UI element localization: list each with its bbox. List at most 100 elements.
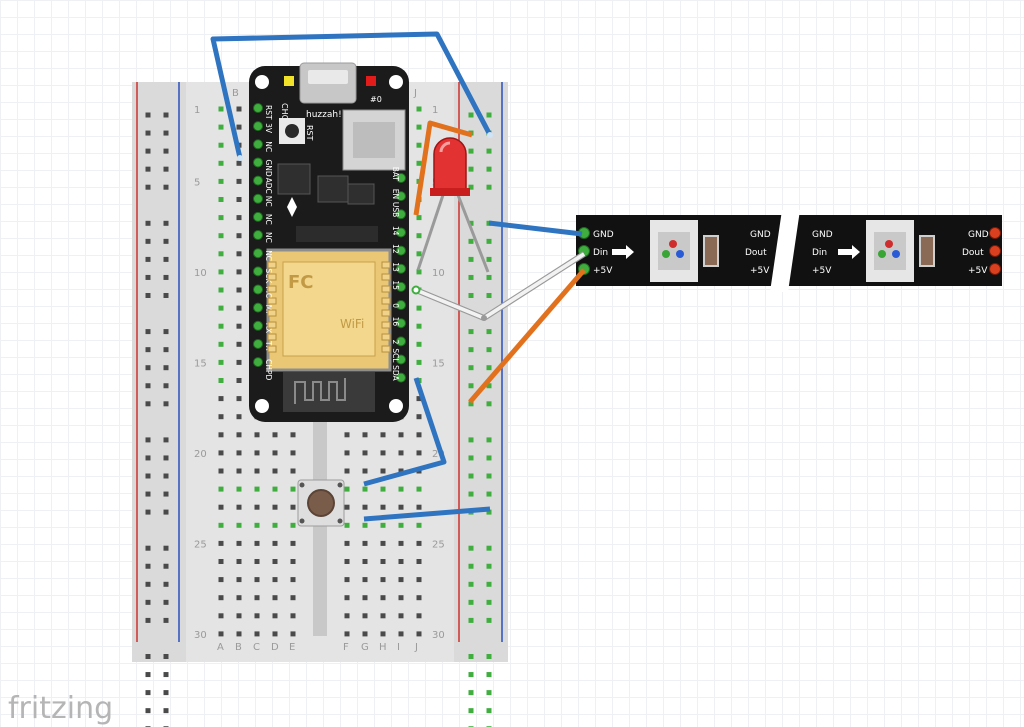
rail-hole[interactable] xyxy=(486,654,492,659)
breadboard-hole[interactable] xyxy=(236,215,242,221)
rail-hole[interactable] xyxy=(468,256,474,262)
rail-hole[interactable] xyxy=(163,563,169,569)
feather-pin-right[interactable] xyxy=(396,263,406,274)
rail-hole[interactable] xyxy=(468,545,474,551)
breadboard-hole[interactable] xyxy=(344,613,350,619)
button-cap[interactable] xyxy=(307,489,335,517)
rail-hole[interactable] xyxy=(145,473,151,479)
rail-hole[interactable] xyxy=(486,274,492,280)
breadboard-hole[interactable] xyxy=(236,559,242,564)
rail-hole[interactable] xyxy=(486,347,492,353)
rail-hole[interactable] xyxy=(163,509,169,515)
breadboard-hole[interactable] xyxy=(218,486,224,492)
breadboard-hole[interactable] xyxy=(236,251,242,257)
rail-hole[interactable] xyxy=(486,491,492,497)
breadboard-hole[interactable] xyxy=(218,414,224,420)
breadboard-hole[interactable] xyxy=(398,613,404,619)
rail-hole[interactable] xyxy=(145,293,151,298)
breadboard-hole[interactable] xyxy=(362,577,368,583)
rail-hole[interactable] xyxy=(163,401,169,407)
breadboard-hole[interactable] xyxy=(290,522,296,528)
breadboard-hole[interactable] xyxy=(272,631,278,637)
rail-hole[interactable] xyxy=(145,563,151,569)
breadboard-hole[interactable] xyxy=(380,613,386,619)
breadboard-hole[interactable] xyxy=(416,124,422,130)
rail-hole[interactable] xyxy=(163,347,169,353)
feather-pin-right[interactable] xyxy=(396,336,406,347)
feather-pin-left[interactable] xyxy=(253,157,263,168)
rail-hole[interactable] xyxy=(486,617,492,623)
rail-hole[interactable] xyxy=(468,455,474,461)
breadboard-hole[interactable] xyxy=(416,215,422,221)
rail-hole[interactable] xyxy=(486,383,492,389)
breadboard-hole[interactable] xyxy=(254,631,260,637)
feather-pin-left[interactable] xyxy=(253,175,263,186)
breadboard-hole[interactable] xyxy=(416,305,422,311)
feather-pin-left[interactable] xyxy=(253,103,263,113)
rail-hole[interactable] xyxy=(145,112,151,118)
rail-hole[interactable] xyxy=(468,329,474,335)
rail-hole[interactable] xyxy=(145,365,151,371)
feather-pin-left[interactable] xyxy=(253,302,263,313)
breadboard-hole[interactable] xyxy=(380,559,386,564)
rail-hole[interactable] xyxy=(468,184,474,190)
rail-hole[interactable] xyxy=(145,383,151,389)
breadboard-hole[interactable] xyxy=(272,432,278,438)
breadboard-hole[interactable] xyxy=(218,106,224,112)
breadboard-hole[interactable] xyxy=(254,577,260,583)
breadboard-hole[interactable] xyxy=(218,124,224,130)
breadboard-hole[interactable] xyxy=(236,468,242,474)
breadboard-hole[interactable] xyxy=(344,559,350,564)
breadboard-hole[interactable] xyxy=(236,631,242,637)
breadboard-hole[interactable] xyxy=(344,631,350,637)
feather-pin-left[interactable] xyxy=(253,338,263,349)
breadboard-hole[interactable] xyxy=(416,341,422,347)
breadboard-hole[interactable] xyxy=(236,414,242,420)
breadboard-hole[interactable] xyxy=(254,468,260,474)
breadboard-hole[interactable] xyxy=(398,522,404,528)
rail-hole[interactable] xyxy=(163,690,169,696)
breadboard-hole[interactable] xyxy=(416,160,422,166)
rail-hole[interactable] xyxy=(486,148,492,154)
rail-hole[interactable] xyxy=(163,599,169,605)
breadboard-hole[interactable] xyxy=(272,559,278,564)
rail-hole[interactable] xyxy=(468,401,474,407)
rail-hole[interactable] xyxy=(486,329,492,335)
rail-hole[interactable] xyxy=(163,365,169,371)
breadboard-hole[interactable] xyxy=(398,631,404,637)
breadboard-hole[interactable] xyxy=(254,450,260,456)
rail-hole[interactable] xyxy=(163,672,169,678)
breadboard-hole[interactable] xyxy=(416,323,422,329)
feather-pin-right[interactable] xyxy=(396,173,406,183)
breadboard-hole[interactable] xyxy=(398,595,404,601)
breadboard-hole[interactable] xyxy=(236,124,242,130)
breadboard-hole[interactable] xyxy=(416,486,422,492)
feather-pin-left[interactable] xyxy=(253,284,263,295)
breadboard-hole[interactable] xyxy=(236,233,242,239)
rail-hole[interactable] xyxy=(486,599,492,605)
rail-hole[interactable] xyxy=(145,491,151,497)
neopixel-led-strip[interactable]: GND Din +5V GND Dout +5V GND Din +5V GND… xyxy=(576,210,1002,292)
breadboard-hole[interactable] xyxy=(344,450,350,456)
breadboard-hole[interactable] xyxy=(218,341,224,347)
rail-hole[interactable] xyxy=(486,509,492,515)
rail-hole[interactable] xyxy=(145,581,151,587)
breadboard-hole[interactable] xyxy=(218,468,224,474)
rail-hole[interactable] xyxy=(468,112,474,118)
rail-hole[interactable] xyxy=(145,347,151,353)
breadboard-hole[interactable] xyxy=(236,323,242,329)
breadboard-hole[interactable] xyxy=(398,540,404,546)
breadboard-hole[interactable] xyxy=(272,450,278,456)
breadboard-hole[interactable] xyxy=(416,577,422,583)
breadboard-hole[interactable] xyxy=(236,305,242,311)
breadboard-hole[interactable] xyxy=(416,106,422,112)
breadboard-hole[interactable] xyxy=(254,595,260,601)
rail-hole[interactable] xyxy=(145,148,151,154)
breadboard-hole[interactable] xyxy=(272,522,278,528)
breadboard-hole[interactable] xyxy=(272,468,278,474)
breadboard-hole[interactable] xyxy=(416,432,422,438)
breadboard-hole[interactable] xyxy=(236,486,242,492)
rail-hole[interactable] xyxy=(468,148,474,154)
breadboard-hole[interactable] xyxy=(362,468,368,474)
breadboard-hole[interactable] xyxy=(362,504,368,510)
